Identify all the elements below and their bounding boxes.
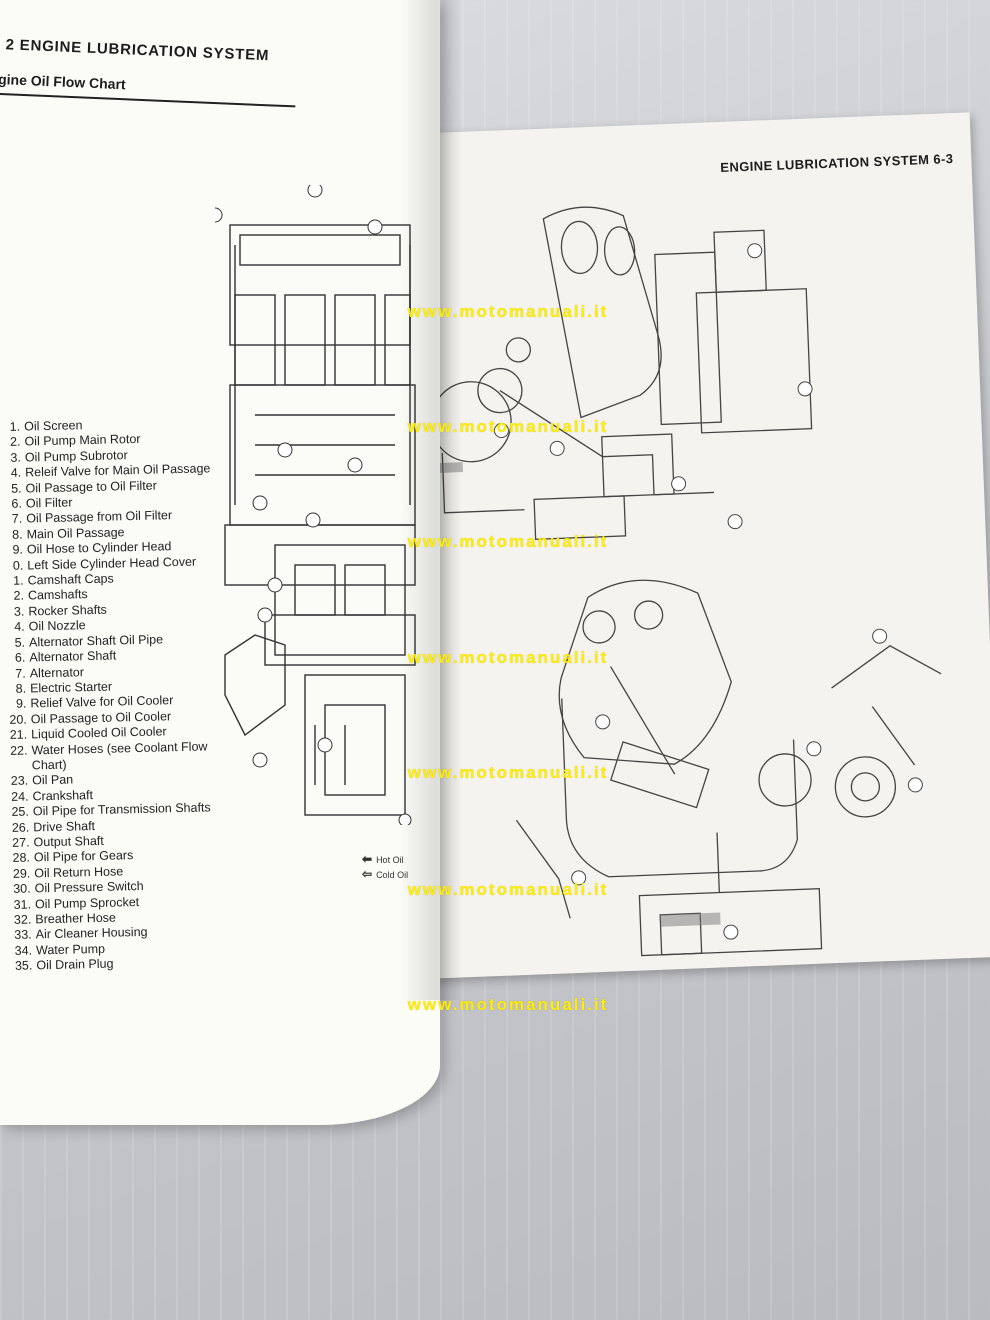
left-page: 2 ENGINE LUBRICATION SYSTEM gine Oil Flo… <box>0 0 440 1125</box>
right-engine-diagram <box>422 206 942 957</box>
watermark-text: www.motomanuali.it <box>407 995 609 1014</box>
watermark-text: www.motomanuali.it <box>407 532 609 551</box>
watermark-text: www.motomanuali.it <box>407 302 609 321</box>
watermark-text: www.motomanuali.it <box>407 880 609 899</box>
watermark-text: www.motomanuali.it <box>407 417 609 436</box>
legend-item: 22.Water Hoses (see Coolant Flow Chart) <box>9 738 208 773</box>
cold-oil-key: ⇦Cold Oil <box>362 867 409 881</box>
left-engine-diagram <box>215 185 416 825</box>
hot-oil-arrow-icon: ⬅ <box>362 852 373 866</box>
left-page-header: 2 ENGINE LUBRICATION SYSTEM gine Oil Flo… <box>0 36 300 108</box>
right-page: ENGINE LUBRICATION SYSTEM 6-3 <box>380 112 990 980</box>
watermark-text: www.motomanuali.it <box>407 648 609 667</box>
hot-oil-key: ⬅Hot Oil <box>362 852 404 866</box>
right-page-header: ENGINE LUBRICATION SYSTEM 6-3 <box>720 151 954 175</box>
book-gutter-shadow <box>400 0 460 1000</box>
cold-oil-arrow-icon: ⇦ <box>362 867 373 881</box>
parts-legend: 1.Oil Screen 2.Oil Pump Main Rotor 3.Oil… <box>2 415 225 974</box>
oil-flow-key: ⬅Hot Oil ⇦Cold Oil <box>362 852 408 882</box>
section-title: 2 ENGINE LUBRICATION SYSTEM <box>5 36 270 65</box>
watermark-text: www.motomanuali.it <box>407 763 609 782</box>
